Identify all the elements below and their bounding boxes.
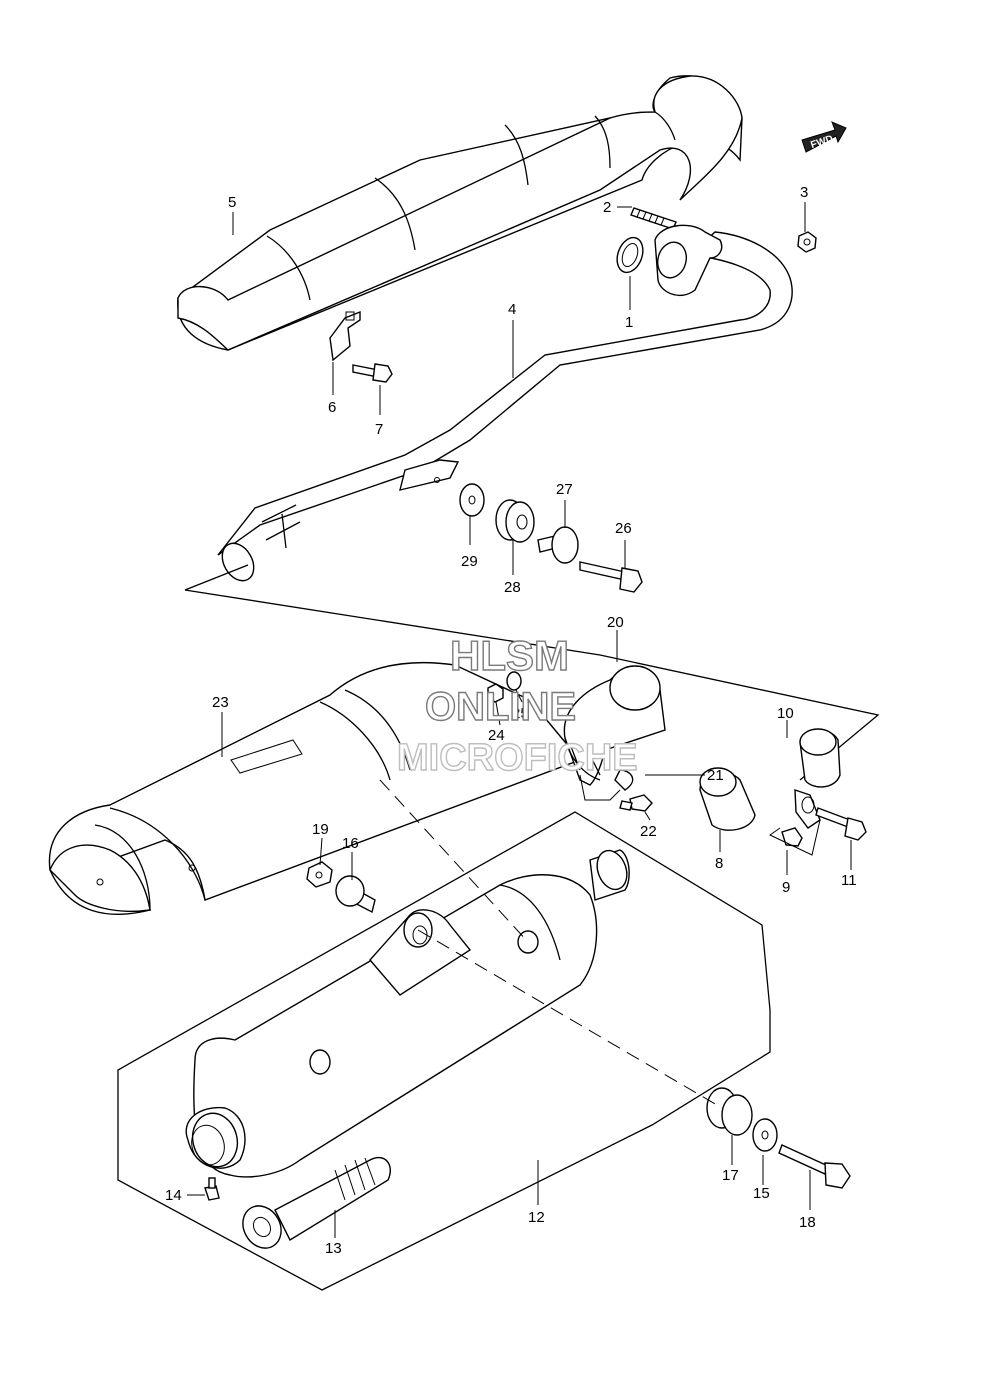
part-18-bolt [778,1144,851,1189]
callout-6: 6 [328,399,336,416]
leader-line [579,774,621,801]
callout-14: 14 [165,1187,182,1204]
callout-21: 21 [707,767,724,784]
muffler-group-outline [117,811,771,1291]
part-7-bolt [352,363,393,383]
part-4-exhaust-pipe [217,231,793,582]
leader-line [769,819,821,856]
part-19-nut [306,861,333,888]
watermark: HLSM ONLINE MICROFICHE [396,631,638,779]
part-20-shield-clamp [563,665,666,786]
callout-27: 27 [556,481,573,498]
part-9-nut [781,827,803,847]
part-25-washer [506,671,522,691]
callout-16: 16 [342,835,359,852]
callout-3: 3 [800,184,808,201]
part-1-gasket [616,236,644,274]
part-10-clamp [794,728,841,829]
part-28-grommet [495,499,535,543]
callout-9: 9 [782,879,790,896]
part-21-clip [614,769,634,791]
part-13-spark-arrester [242,1156,391,1249]
part-29-washer [459,483,485,517]
part-23-muffler-cover [48,661,582,915]
part-26-bolt [579,561,643,593]
callout-15: 15 [753,1185,770,1202]
part-17-grommet [706,1087,753,1136]
part-15-washer [752,1118,778,1152]
callout-11: 11 [841,872,857,889]
callout-10: 10 [777,705,794,722]
callout-25: 25 [512,705,529,722]
callout-28: 28 [504,579,521,596]
callout-labels: 1 2 3 4 5 6 7 8 9 10 11 12 13 14 15 16 1… [165,184,857,1257]
callout-20: 20 [607,614,624,631]
part-6-bracket [329,310,361,362]
callout-23: 23 [212,694,229,711]
callout-19: 19 [312,821,329,838]
callout-7: 7 [375,421,383,438]
callout-18: 18 [799,1214,816,1231]
part-14-screw [204,1177,220,1201]
part-11-bolt [815,807,867,841]
dashed-alignment-line [379,779,529,943]
watermark-line3: MICROFICHE [397,737,638,779]
part-8-sleeve [699,767,756,831]
part-2-stud [630,207,677,230]
watermark-line2: ONLINE [425,685,576,729]
callout-22: 22 [640,823,657,840]
callout-26: 26 [615,520,632,537]
leader-line [184,564,249,591]
watermark-line1: HLSM [450,632,569,679]
part-5-heat-shield [177,75,743,351]
callout-17: 17 [722,1167,739,1184]
callout-29: 29 [461,553,478,570]
part-16-collar [335,875,376,914]
callout-5: 5 [228,194,236,211]
part-24-nut [487,683,504,703]
part-12-muffler [185,849,630,1178]
callout-8: 8 [715,855,723,872]
callout-2: 2 [603,199,611,216]
callout-13: 13 [325,1240,342,1257]
callout-12: 12 [528,1209,545,1226]
part-3-nut [797,231,817,253]
fwd-arrow-icon: FWD [801,121,847,153]
dashed-alignment-line [417,929,723,1109]
callout-leaders [187,202,852,1238]
part-22-screw [619,794,653,812]
flange [654,224,723,296]
callout-24: 24 [488,727,505,744]
part-27-collar [537,526,579,564]
callout-1: 1 [625,314,633,331]
callout-4: 4 [508,301,516,318]
